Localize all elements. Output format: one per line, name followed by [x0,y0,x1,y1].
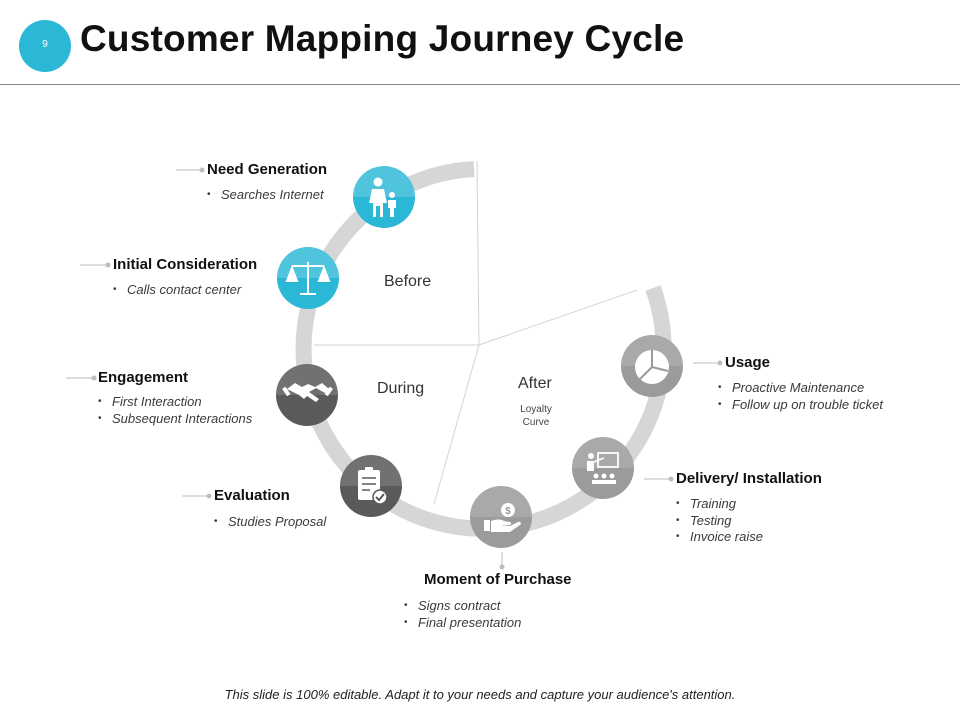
stage-label-initial-consideration: Initial Consideration Calls contact cent… [113,256,257,299]
stage-node-evaluation [340,455,402,517]
stage-bullets: Proactive Maintenance Follow up on troub… [718,380,883,413]
title-divider [0,84,960,85]
bullet-item: Final presentation [404,615,572,632]
stage-bullets: Signs contract Final presentation [404,598,572,631]
stage-node-engagement [276,364,338,426]
bullet-item: Testing [676,513,822,530]
phase-label-during: During [377,380,425,397]
stage-node-need-generation [353,166,415,228]
stage-title: Engagement [98,369,189,386]
handshake-icon [282,383,333,402]
stage-label-usage: Usage Proactive Maintenance Follow up on… [718,354,883,413]
stage-bullets: Searches Internet [207,187,327,204]
stage-label-delivery-installation: Delivery/ Installation Training Testing … [676,470,822,546]
stage-node-moment-of-purchase: $ [470,486,532,548]
svg-text:$: $ [505,506,511,517]
stage-title: Initial Consideration [113,256,258,273]
checklist-icon [358,467,388,505]
stage-title: Moment of Purchase [424,571,572,588]
phase-label-after: After [518,375,552,392]
page-title: Customer Mapping Journey Cycle [80,18,685,59]
stage-label-need-generation: Need Generation Searches Internet [207,161,327,204]
stage-node-initial-consideration [277,247,339,309]
bullet-item: Signs contract [404,598,572,615]
phase-dividers [314,160,638,505]
stage-bullets: Calls contact center [113,282,257,299]
stage-title: Delivery/ Installation [676,470,822,487]
pie-chart-icon [635,350,669,384]
bullet-item: Invoice raise [676,529,822,546]
family-icon [369,177,396,217]
stage-node-delivery-installation [572,437,634,499]
bullet-item: Follow up on trouble ticket [718,397,883,414]
money-hand-icon: $ [484,503,521,532]
stage-bullets: Training Testing Invoice raise [676,496,822,546]
stage-bullets: Studies Proposal [214,514,326,531]
stage-title: Usage [725,354,771,371]
stage-title: Need Generation [207,161,328,178]
stage-node-usage [621,335,683,397]
scales-icon [285,262,331,295]
bullet-item: Searches Internet [207,187,327,204]
phase-label-before: Before [384,273,432,290]
bullet-item: Training [676,496,822,513]
bullet-item: First Interaction [98,394,252,411]
stage-label-evaluation: Evaluation Studies Proposal [214,487,326,531]
bullet-item: Proactive Maintenance [718,380,883,397]
phase-sublabel-after: Loyalty Curve [520,404,552,428]
bullet-item: Subsequent Interactions [98,411,252,428]
presentation-icon [587,452,619,484]
stage-label-moment-of-purchase: Moment of Purchase Signs contract Final … [404,571,572,631]
bullet-item: Studies Proposal [214,514,326,531]
stage-label-engagement: Engagement First Interaction Subsequent … [98,369,252,427]
stage-title: Evaluation [214,487,290,504]
slide-number-badge: 9 [19,20,71,72]
bullet-item: Calls contact center [113,282,257,299]
stage-bullets: First Interaction Subsequent Interaction… [98,394,252,427]
footer-note: This slide is 100% editable. Adapt it to… [224,687,736,702]
connector-lines [66,167,723,570]
